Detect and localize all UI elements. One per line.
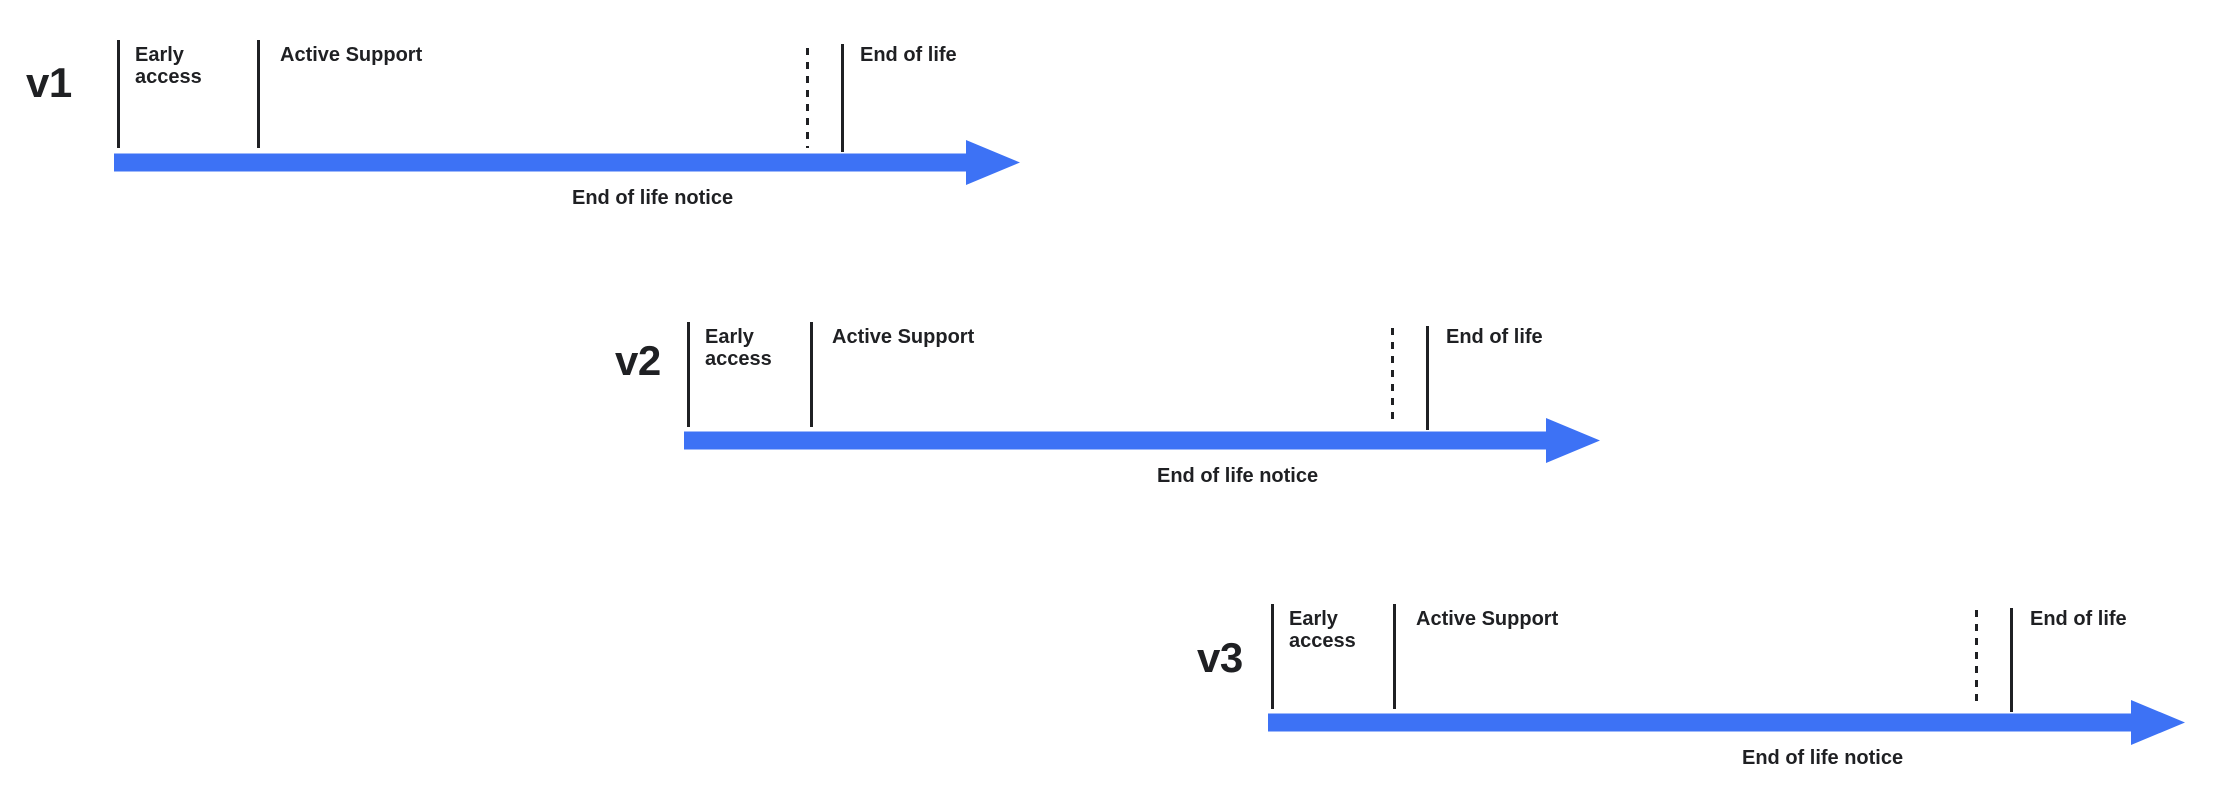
end-of-life-notice-label-v1: End of life notice xyxy=(572,187,734,209)
phase-divider-active-support-start-v2 xyxy=(810,322,813,427)
version-label-v1: v1 xyxy=(26,59,72,106)
phase-label-active-support-v2: Active Support xyxy=(832,326,975,348)
end-of-life-notice-marker-icon-v3 xyxy=(1975,610,1978,707)
phase-label-early-access-v2: Early access xyxy=(705,326,772,371)
version-label-v2: v2 xyxy=(615,337,661,384)
phase-divider-end-of-life-start-v3 xyxy=(2010,608,2013,712)
phase-label-end-of-life-v2: End of life xyxy=(1446,326,1543,348)
phase-divider-early-access-start-v1 xyxy=(117,40,120,148)
phase-label-active-support-v1: Active Support xyxy=(280,44,423,66)
timeline-arrow-v3 xyxy=(1268,700,2185,745)
phase-label-end-of-life-v3: End of life xyxy=(2030,608,2127,630)
version-label-v3: v3 xyxy=(1197,634,1243,681)
phase-divider-active-support-start-v3 xyxy=(1393,604,1396,709)
phase-label-early-access-v3: Early access xyxy=(1289,608,1356,653)
phase-divider-active-support-start-v1 xyxy=(257,40,260,148)
phase-divider-end-of-life-start-v2 xyxy=(1426,326,1429,430)
end-of-life-notice-label-v3: End of life notice xyxy=(1742,747,1904,769)
phase-divider-early-access-start-v3 xyxy=(1271,604,1274,709)
end-of-life-notice-marker-icon-v1 xyxy=(806,48,809,148)
phase-divider-end-of-life-start-v1 xyxy=(841,44,844,152)
phase-label-end-of-life-v1: End of life xyxy=(860,44,957,66)
phase-divider-early-access-start-v2 xyxy=(687,322,690,427)
timeline-arrow-v1 xyxy=(114,140,1020,185)
timeline-arrow-v2 xyxy=(684,418,1600,463)
end-of-life-notice-label-v2: End of life notice xyxy=(1157,465,1319,487)
phase-label-early-access-v1: Early access xyxy=(135,44,202,89)
end-of-life-notice-marker-icon-v2 xyxy=(1391,328,1394,425)
phase-label-active-support-v3: Active Support xyxy=(1416,608,1559,630)
